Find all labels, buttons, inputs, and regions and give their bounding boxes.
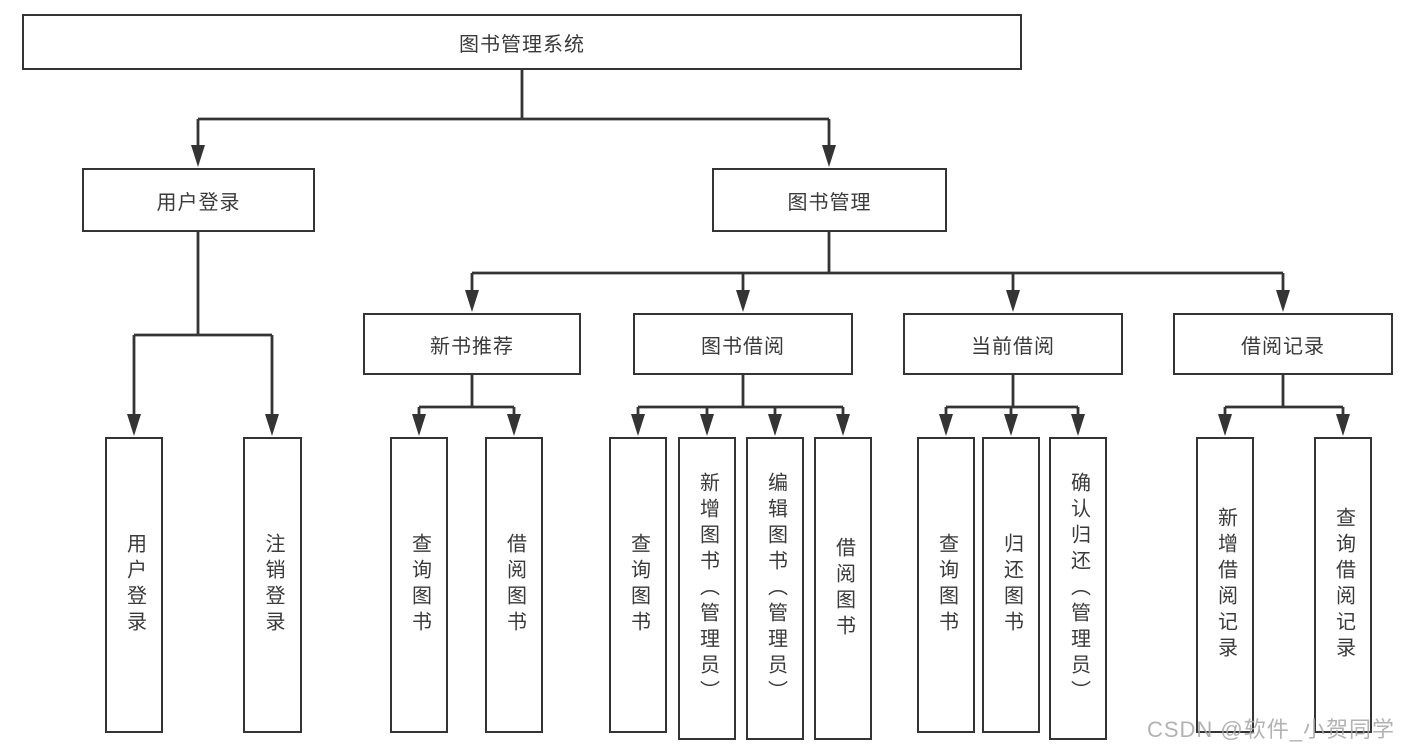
leaf-return-book-label: 归还图书 [1000,533,1023,637]
leaf-edit-book-admin: 编辑图书（管理员） [746,437,804,740]
leaf-query-books-recommend: 查询图书 [390,437,448,733]
leaf-confirm-return-admin: 确认归还（管理员） [1049,437,1107,740]
arrowhead-icons [127,145,1350,436]
leaf-borrow-books-recommend: 借阅图书 [485,437,543,733]
leaf-add-borrow-record-label: 新增借阅记录 [1214,507,1237,663]
node-current-borrow: 当前借阅 [903,313,1123,375]
node-book-borrow-label: 图书借阅 [701,335,785,358]
leaf-query-books-borrow-label: 查询图书 [627,533,650,637]
leaf-borrow-books-borrow-label: 借阅图书 [832,536,855,641]
leaf-query-borrow-record-label: 查询借阅记录 [1332,507,1355,663]
leaf-add-book-admin: 新增图书（管理员） [678,437,736,740]
node-new-book-recommend-label: 新书推荐 [430,335,514,358]
node-user-login-label: 用户登录 [156,191,241,214]
leaf-query-books-borrow: 查询图书 [609,437,667,733]
node-borrow-records-label: 借阅记录 [1241,335,1325,358]
leaf-add-borrow-record: 新增借阅记录 [1196,437,1254,733]
csdn-watermark: CSDN @软件_小贺同学 [1146,717,1395,742]
node-book-management: 图书管理 [712,168,947,232]
leaf-query-books-current: 查询图书 [917,437,975,733]
leaf-query-books-current-label: 查询图书 [935,533,958,637]
node-book-management-label: 图书管理 [787,191,872,214]
leaf-logout-label: 注销登录 [262,533,284,637]
leaf-borrow-books-borrow: 借阅图书 [814,437,872,740]
leaf-borrow-books-recommend-label: 借阅图书 [503,533,526,637]
leaf-logout: 注销登录 [243,437,302,733]
leaf-user-login-label: 用户登录 [123,533,146,637]
leaf-return-book: 归还图书 [982,437,1040,733]
leaf-confirm-return-admin-label: 确认归还（管理员） [1067,471,1090,706]
node-new-book-recommend: 新书推荐 [363,313,581,375]
leaf-add-book-admin-label: 新增图书（管理员） [696,471,719,706]
node-book-borrow: 图书借阅 [633,313,853,375]
leaf-query-books-recommend-label: 查询图书 [408,533,431,637]
connector-lines [132,70,1345,418]
node-root: 图书管理系统 [22,14,1022,70]
node-current-borrow-label: 当前借阅 [971,335,1055,358]
leaf-user-login: 用户登录 [105,437,163,733]
leaf-query-borrow-record: 查询借阅记录 [1314,437,1372,733]
node-user-login: 用户登录 [82,168,315,232]
node-borrow-records: 借阅记录 [1173,313,1393,375]
node-root-label: 图书管理系统 [459,33,585,56]
leaf-edit-book-admin-label: 编辑图书（管理员） [764,471,787,706]
